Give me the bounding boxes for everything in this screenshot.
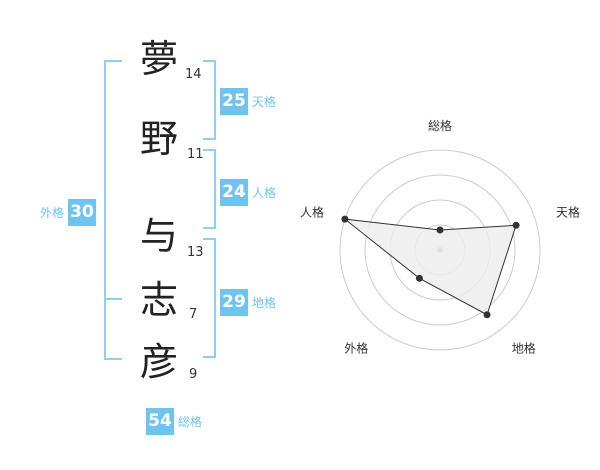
jinkaku-value: 24 xyxy=(220,179,248,206)
chikaku-bracket xyxy=(203,238,216,358)
gaikaku-label: 外格 xyxy=(40,205,65,220)
stroke-count-4: 7 xyxy=(189,307,198,322)
soukaku-value: 54 xyxy=(146,408,174,435)
jinkaku-bracket xyxy=(203,149,216,229)
radar-axis-label-2: 天格 xyxy=(556,204,580,219)
char-1: 夢 xyxy=(139,37,178,81)
radar-point-1 xyxy=(436,226,444,234)
chikaku-value: 29 xyxy=(220,289,248,316)
tenkaku-badge: 25 天格 xyxy=(220,88,276,115)
radar-point-2 xyxy=(512,221,520,229)
radar-axis-label-5: 人格 xyxy=(300,204,324,219)
tenkaku-value: 25 xyxy=(220,88,248,115)
radar-axis-label-4: 外格 xyxy=(344,341,368,356)
radar-grid-ring-4 xyxy=(339,149,541,351)
stroke-count-1: 14 xyxy=(185,67,202,82)
char-4: 志 xyxy=(139,278,178,322)
soukaku-label: 総格 xyxy=(178,414,203,429)
radar-point-5 xyxy=(341,215,349,223)
radar-point-3 xyxy=(483,311,491,319)
stroke-count-5: 9 xyxy=(189,367,198,382)
stroke-count-2: 11 xyxy=(187,147,204,162)
char-2: 野 xyxy=(139,117,178,161)
tenkaku-label: 天格 xyxy=(252,94,277,109)
radar-grid-ring-3 xyxy=(364,174,516,326)
gaikaku-divider xyxy=(104,298,122,300)
jinkaku-badge: 24 人格 xyxy=(220,179,276,206)
radar-axis-label-3: 地格 xyxy=(512,341,536,356)
gaikaku-bracket xyxy=(104,60,122,360)
radar-value-polygon xyxy=(343,218,517,316)
jinkaku-label: 人格 xyxy=(252,185,277,200)
tenkaku-bracket xyxy=(203,60,216,140)
gaikaku-badge: 外格 30 xyxy=(40,199,97,226)
soukaku-badge: 54 総格 xyxy=(146,408,202,435)
radar-axis-label-1: 総格 xyxy=(428,118,452,133)
stroke-count-3: 13 xyxy=(187,245,204,260)
radar-point-4 xyxy=(415,274,423,282)
char-5: 彦 xyxy=(139,340,178,384)
chikaku-badge: 29 地格 xyxy=(220,289,276,316)
chikaku-label: 地格 xyxy=(252,295,277,310)
char-3: 与 xyxy=(139,214,178,258)
gaikaku-value: 30 xyxy=(68,199,97,226)
